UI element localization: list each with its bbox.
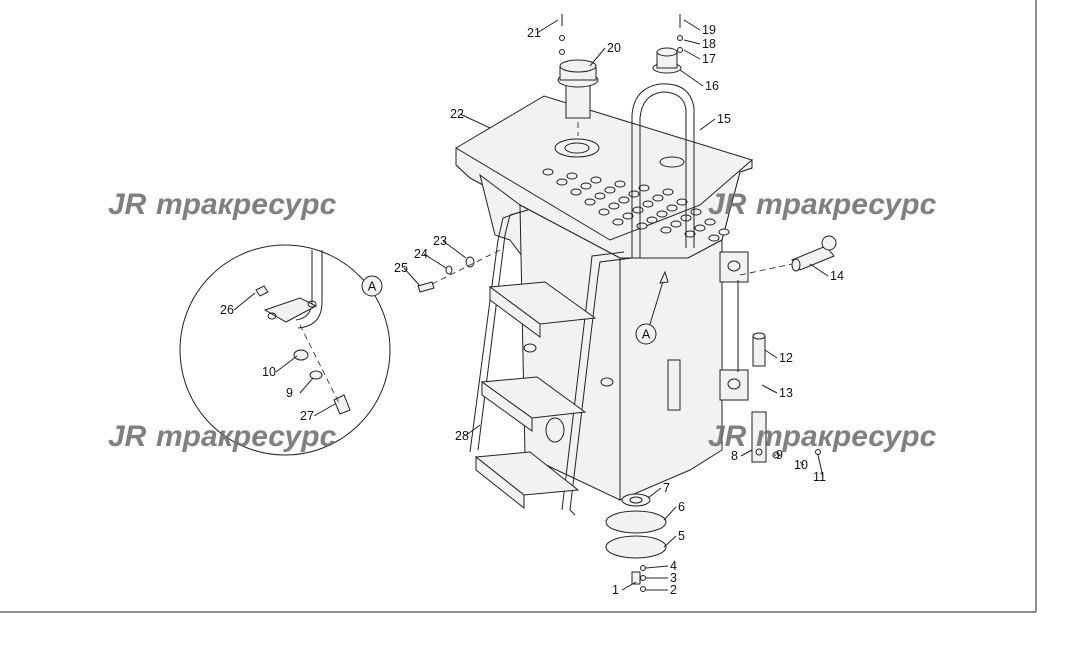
callout-15: 15: [717, 112, 731, 126]
callout-16: 16: [705, 79, 719, 93]
cylinder-14: [739, 235, 837, 276]
detail-leader-9: [299, 377, 314, 394]
callout-5: 5: [678, 529, 685, 543]
leader-23: [442, 240, 467, 259]
callout-28: 28: [455, 429, 469, 443]
top-plate-holes: [554, 138, 685, 168]
sight-glass: [667, 359, 681, 411]
leader-1: [621, 581, 637, 591]
watermark-logo: JR: [708, 420, 747, 453]
leader-18: [683, 39, 701, 45]
leader-17: [683, 49, 701, 60]
leader-10: [799, 461, 805, 466]
fuel-tank: [455, 95, 753, 501]
leader-8: [740, 449, 753, 457]
callout-23: 23: [433, 234, 447, 248]
leader-11: [817, 454, 824, 478]
callout-leaders: [233, 19, 829, 591]
detail-callout-9: 9: [286, 386, 293, 400]
tank-marker-a-label: A: [642, 328, 651, 342]
detail-leader-26: [233, 292, 256, 311]
detail-leader-10: [275, 355, 298, 373]
watermark-logo: JR: [108, 420, 147, 453]
watermark-3: JR тракресурс: [108, 420, 337, 453]
leader-5: [663, 535, 677, 548]
callout-22: 22: [450, 107, 464, 121]
callout-18: 18: [702, 37, 716, 51]
callout-11: 11: [813, 470, 826, 484]
leader-21: [536, 19, 559, 34]
breather-16: [652, 14, 683, 74]
leader-24: [423, 253, 447, 269]
tank-marker-a: A: [635, 270, 669, 345]
watermark-2: JR тракресурс: [708, 188, 937, 221]
detail-leader-27: [313, 403, 336, 417]
pin-12: [752, 332, 766, 367]
callout-13: 13: [779, 386, 793, 400]
callout-10: 10: [794, 458, 808, 472]
leader-25: [403, 267, 421, 287]
leader-14: [809, 263, 829, 277]
callout-25: 25: [394, 261, 408, 275]
callout-7: 7: [663, 481, 670, 495]
callout-19: 19: [702, 23, 716, 37]
leader-12: [764, 349, 778, 359]
leader-6: [663, 506, 677, 521]
callout-4: 4: [670, 559, 677, 573]
leader-15: [699, 118, 716, 131]
ladder: [469, 83, 695, 516]
bolt-group-left: [417, 249, 501, 293]
watermark-text: тракресурс: [756, 188, 937, 221]
callout-20: 20: [607, 41, 621, 55]
callout-17: 17: [702, 52, 716, 66]
detail-marker-a: A: [361, 275, 383, 297]
watermark-logo: JR: [708, 188, 747, 221]
leader-7: [647, 487, 662, 499]
watermark-text: тракресурс: [156, 188, 337, 221]
leader-4: [645, 565, 669, 569]
bolt-stack-left: [559, 14, 565, 55]
watermark-text: тракресурс: [756, 420, 937, 453]
watermark-logo: JR: [108, 188, 147, 221]
plate-8: [751, 411, 821, 463]
callout-3: 3: [670, 571, 677, 585]
watermark-text: тракресурс: [156, 420, 337, 453]
leader-16: [679, 69, 704, 87]
detail-callout-10: 10: [262, 365, 276, 379]
callout-1: 1: [612, 583, 619, 597]
callout-14: 14: [830, 269, 844, 283]
detail-marker-a-label: A: [368, 280, 377, 294]
callout-12: 12: [779, 351, 793, 365]
leader-22: [459, 113, 491, 129]
callout-2: 2: [670, 583, 677, 597]
callout-9: 9: [776, 448, 783, 462]
leader-13: [761, 384, 778, 394]
watermark-4: JR тракресурс: [708, 420, 937, 453]
watermark-1: JR тракресурс: [108, 188, 337, 221]
filler-neck-20: [557, 59, 599, 136]
drain-cover: [605, 493, 667, 592]
callout-8: 8: [731, 449, 738, 463]
leader-19: [683, 19, 701, 31]
detail-callout-27: 27: [300, 409, 314, 423]
callout-6: 6: [678, 500, 685, 514]
detail-callout-26: 26: [220, 303, 234, 317]
side-bracket: [719, 251, 749, 401]
callout-21: 21: [527, 26, 541, 40]
leader-20: [589, 47, 606, 67]
detail-view-a: [179, 244, 391, 456]
callout-24: 24: [414, 247, 428, 261]
leader-28: [464, 424, 481, 437]
